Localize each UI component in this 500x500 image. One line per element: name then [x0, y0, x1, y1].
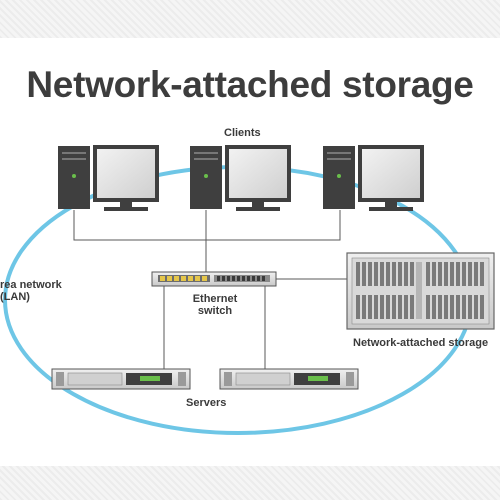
client-computer-3 — [323, 145, 424, 211]
ethernet-switch-label-line2: switch — [197, 305, 233, 317]
ethernet-switch-label: Ethernet switch — [190, 293, 240, 317]
client-computer-1 — [58, 145, 159, 211]
diagram-title: Network-attached storage — [26, 64, 474, 105]
servers-label: Servers — [186, 397, 227, 409]
bottom-decorative-band — [0, 466, 500, 500]
ethernet-switch-label-line1: Ethernet — [192, 293, 238, 305]
server-2 — [219, 368, 359, 390]
connection-lines — [73, 210, 348, 369]
nas-drive-bays — [356, 262, 484, 319]
clients-label: Clients — [224, 127, 261, 139]
lan-label-line2: (LAN) — [0, 291, 30, 303]
client-bus-line — [73, 210, 341, 241]
nas-label: Network-attached storage — [353, 337, 489, 349]
server-1 — [51, 368, 191, 390]
ethernet-switch — [151, 271, 277, 287]
lan-label-line1: rea network — [0, 279, 62, 291]
top-decorative-band — [0, 0, 500, 38]
lan-label: rea network (LAN) — [0, 279, 62, 303]
client-computer-2 — [190, 145, 291, 211]
nas-device — [346, 252, 495, 330]
